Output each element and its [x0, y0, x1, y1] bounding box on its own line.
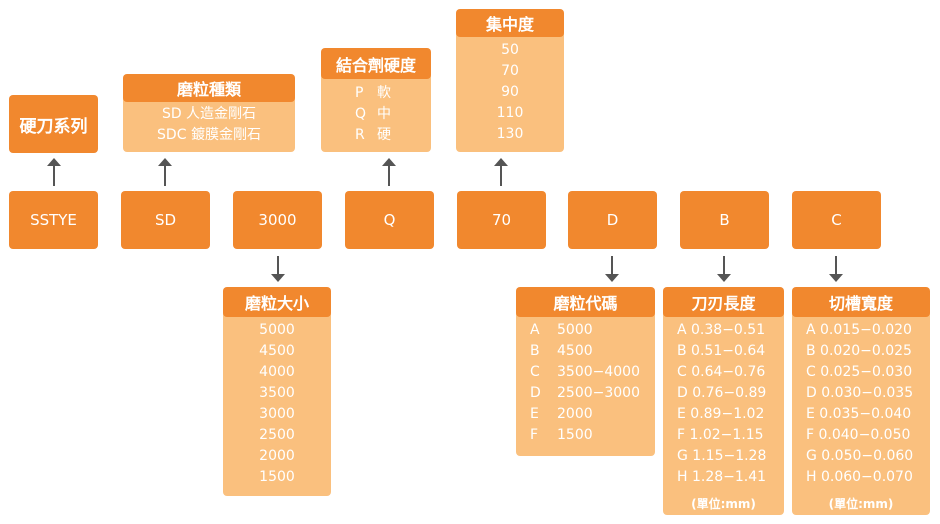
groove-width-item: F 0.040−0.050: [806, 427, 911, 443]
grit-code-letter: E: [530, 406, 539, 422]
grit-code-item: C 3500−4000: [530, 362, 655, 383]
arrow-down-icon: [271, 256, 285, 282]
concentration-item: 90: [501, 84, 519, 100]
groove-width-item: B 0.020−0.025: [806, 343, 912, 359]
bond-hardness-heading: 結合劑硬度: [321, 48, 431, 79]
grit-code-item: F 1500: [530, 425, 655, 446]
code-box-series: SSTYE: [9, 191, 98, 249]
concentration-panel: 50 70 90 110 130: [456, 28, 564, 152]
blade-length-item: B 0.51−0.64: [677, 343, 766, 359]
arrow-up-icon: [382, 158, 396, 186]
code-box-bond-hardness: Q: [345, 191, 434, 249]
code-box-abrasive-type: SD: [121, 191, 210, 249]
grit-size-item: 3000: [259, 406, 295, 422]
bond-hardness-name: 軟: [377, 85, 391, 101]
blade-length-item: F 1.02−1.15: [677, 427, 764, 443]
blade-length-item: D 0.76−0.89: [677, 385, 767, 401]
grit-size-item: 2500: [259, 427, 295, 443]
code-box-concentration: 70: [457, 191, 546, 249]
grit-code-item: B 4500: [530, 341, 655, 362]
groove-width-item: A 0.015−0.020: [806, 322, 912, 338]
abrasive-type-item: SD 人造金剛石: [161, 106, 257, 122]
blade-length-item: G 1.15−1.28: [677, 448, 767, 464]
bond-hardness-name: 硬: [377, 127, 391, 143]
abrasive-type-panel: SD 人造金剛石 SDC 鍍膜金剛石: [123, 92, 295, 152]
concentration-item: 110: [496, 105, 524, 121]
grit-size-item: 5000: [259, 322, 295, 338]
grit-size-item: 4500: [259, 343, 295, 359]
concentration-item: 50: [501, 42, 519, 58]
groove-width-item: C 0.025−0.030: [806, 364, 913, 380]
bond-hardness-code: P: [355, 85, 364, 101]
grit-code-value: 1500: [557, 427, 593, 443]
grit-code-letter: A: [530, 322, 540, 338]
blade-length-item: C 0.64−0.76: [677, 364, 766, 380]
code-box-grit-size: 3000: [233, 191, 322, 249]
arrow-down-icon: [717, 256, 731, 282]
code-box-groove-width: C: [792, 191, 881, 249]
concentration-item: 70: [501, 63, 519, 79]
arrow-up-icon: [494, 158, 508, 186]
grit-size-item: 1500: [259, 469, 295, 485]
groove-width-panel: A 0.015−0.020 B 0.020−0.025 C 0.025−0.03…: [792, 308, 930, 515]
groove-width-item: E 0.035−0.040: [806, 406, 912, 422]
grit-code-item: E 2000: [530, 404, 655, 425]
grit-code-letter: F: [530, 427, 539, 443]
arrow-up-icon: [47, 158, 61, 186]
groove-width-unit: (單位:mm): [828, 497, 894, 511]
bond-hardness-code: R: [355, 127, 365, 143]
grit-code-item: A 5000: [530, 320, 655, 341]
blade-length-item: H 1.28−1.41: [677, 469, 767, 485]
grit-code-letter: D: [530, 385, 541, 401]
blade-length-item: E 0.89−1.02: [677, 406, 765, 422]
blade-length-panel: A 0.38−0.51 B 0.51−0.64 C 0.64−0.76 D 0.…: [663, 308, 784, 515]
abrasive-type-item: SDC 鍍膜金剛石: [157, 127, 261, 143]
grit-code-value: 5000: [557, 322, 593, 338]
arrow-up-icon: [158, 158, 172, 186]
blade-length-unit: (單位:mm): [691, 497, 756, 511]
code-box-grit-code: D: [568, 191, 657, 249]
grit-code-letter: B: [530, 343, 540, 359]
grit-code-value: 2500−3000: [557, 385, 640, 401]
grit-code-value: 4500: [557, 343, 593, 359]
concentration-heading: 集中度: [456, 9, 564, 37]
groove-width-heading: 切槽寬度: [792, 287, 930, 317]
groove-width-item: G 0.050−0.060: [806, 448, 914, 464]
grit-code-letter: C: [530, 364, 540, 380]
abrasive-type-heading: 磨粒種類: [123, 74, 295, 102]
series-heading: 硬刀系列: [9, 95, 98, 153]
grit-size-heading: 磨粒大小: [223, 287, 331, 317]
blade-length-item: A 0.38−0.51: [677, 322, 766, 338]
arrow-down-icon: [829, 256, 843, 282]
groove-width-item: D 0.030−0.035: [806, 385, 914, 401]
blade-length-heading: 刀刃長度: [663, 287, 784, 317]
grit-size-item: 4000: [259, 364, 295, 380]
groove-width-item: H 0.060−0.070: [806, 469, 913, 485]
grit-size-panel: 5000 4500 4000 3500 3000 2500 2000 1500: [223, 308, 331, 496]
grit-code-item: D 2500−3000: [530, 383, 655, 404]
grit-size-item: 3500: [259, 385, 295, 401]
bond-hardness-name: 中: [377, 106, 391, 122]
grit-code-value: 2000: [557, 406, 593, 422]
grit-size-item: 2000: [259, 448, 295, 464]
grit-code-heading: 磨粒代碼: [516, 287, 655, 317]
bond-hardness-code: Q: [355, 106, 367, 122]
concentration-item: 130: [496, 126, 524, 142]
grit-code-value: 3500−4000: [557, 364, 640, 380]
arrow-down-icon: [605, 256, 619, 282]
code-box-blade-length: B: [680, 191, 769, 249]
